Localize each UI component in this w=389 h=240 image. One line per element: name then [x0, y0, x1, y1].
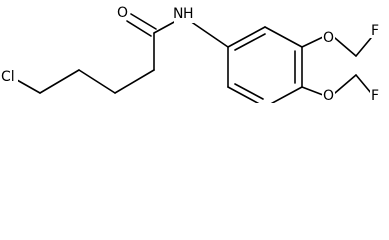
amide-hydrogen-label: H: [183, 6, 194, 22]
ring-oxygen-lower-label: O: [323, 88, 334, 103]
bond-o-cf2-lower: [334, 74, 357, 94]
fluorine-lower-label: F: [371, 88, 379, 103]
bond-c-f-lower: [355, 74, 372, 94]
bond-c1-o-double-a: [126, 20, 152, 37]
ring-bond-1: [227, 26, 266, 48]
ring-inner-bond-c: [234, 83, 264, 100]
difluoro-bonds: [355, 37, 372, 94]
chlorine-label: Cl: [1, 69, 15, 85]
ring-oxygen-upper-label: O: [323, 30, 334, 46]
ring-inner-bond-a: [234, 33, 266, 51]
ring-bond-4: [270, 86, 303, 103]
bond-c5-c4: [39, 69, 80, 94]
chemical-structure: Cl O N H O O F F: [0, 4, 382, 103]
bond-c1-o-double-b: [130, 13, 157, 30]
ring-bond-2: [264, 26, 303, 48]
bond-c1-n: [153, 20, 177, 34]
alkyl-chain-bonds: [16, 32, 155, 94]
ring-bond-5: [227, 86, 260, 103]
dioxole-ring: [301, 36, 357, 96]
bond-c3-c2: [114, 69, 155, 94]
amide-bonds: [153, 20, 229, 48]
carbonyl-bonds: [126, 13, 157, 37]
bond-c-o-upper: [301, 36, 324, 48]
bond-cl-c5: [16, 79, 41, 94]
bond-c-f-upper: [355, 37, 372, 57]
bond-o-cf2-upper: [334, 37, 357, 57]
bond-n-aryl: [189, 20, 229, 48]
atom-labels: Cl O N H O O F F: [0, 4, 382, 103]
bond-c-o-lower: [301, 86, 324, 96]
amide-nitrogen-label: N: [173, 6, 183, 22]
bond-c4-c3: [78, 69, 116, 94]
benzene-ring: [227, 26, 303, 103]
fluorine-upper-label: F: [371, 23, 379, 39]
carbonyl-oxygen-label: O: [117, 5, 128, 21]
